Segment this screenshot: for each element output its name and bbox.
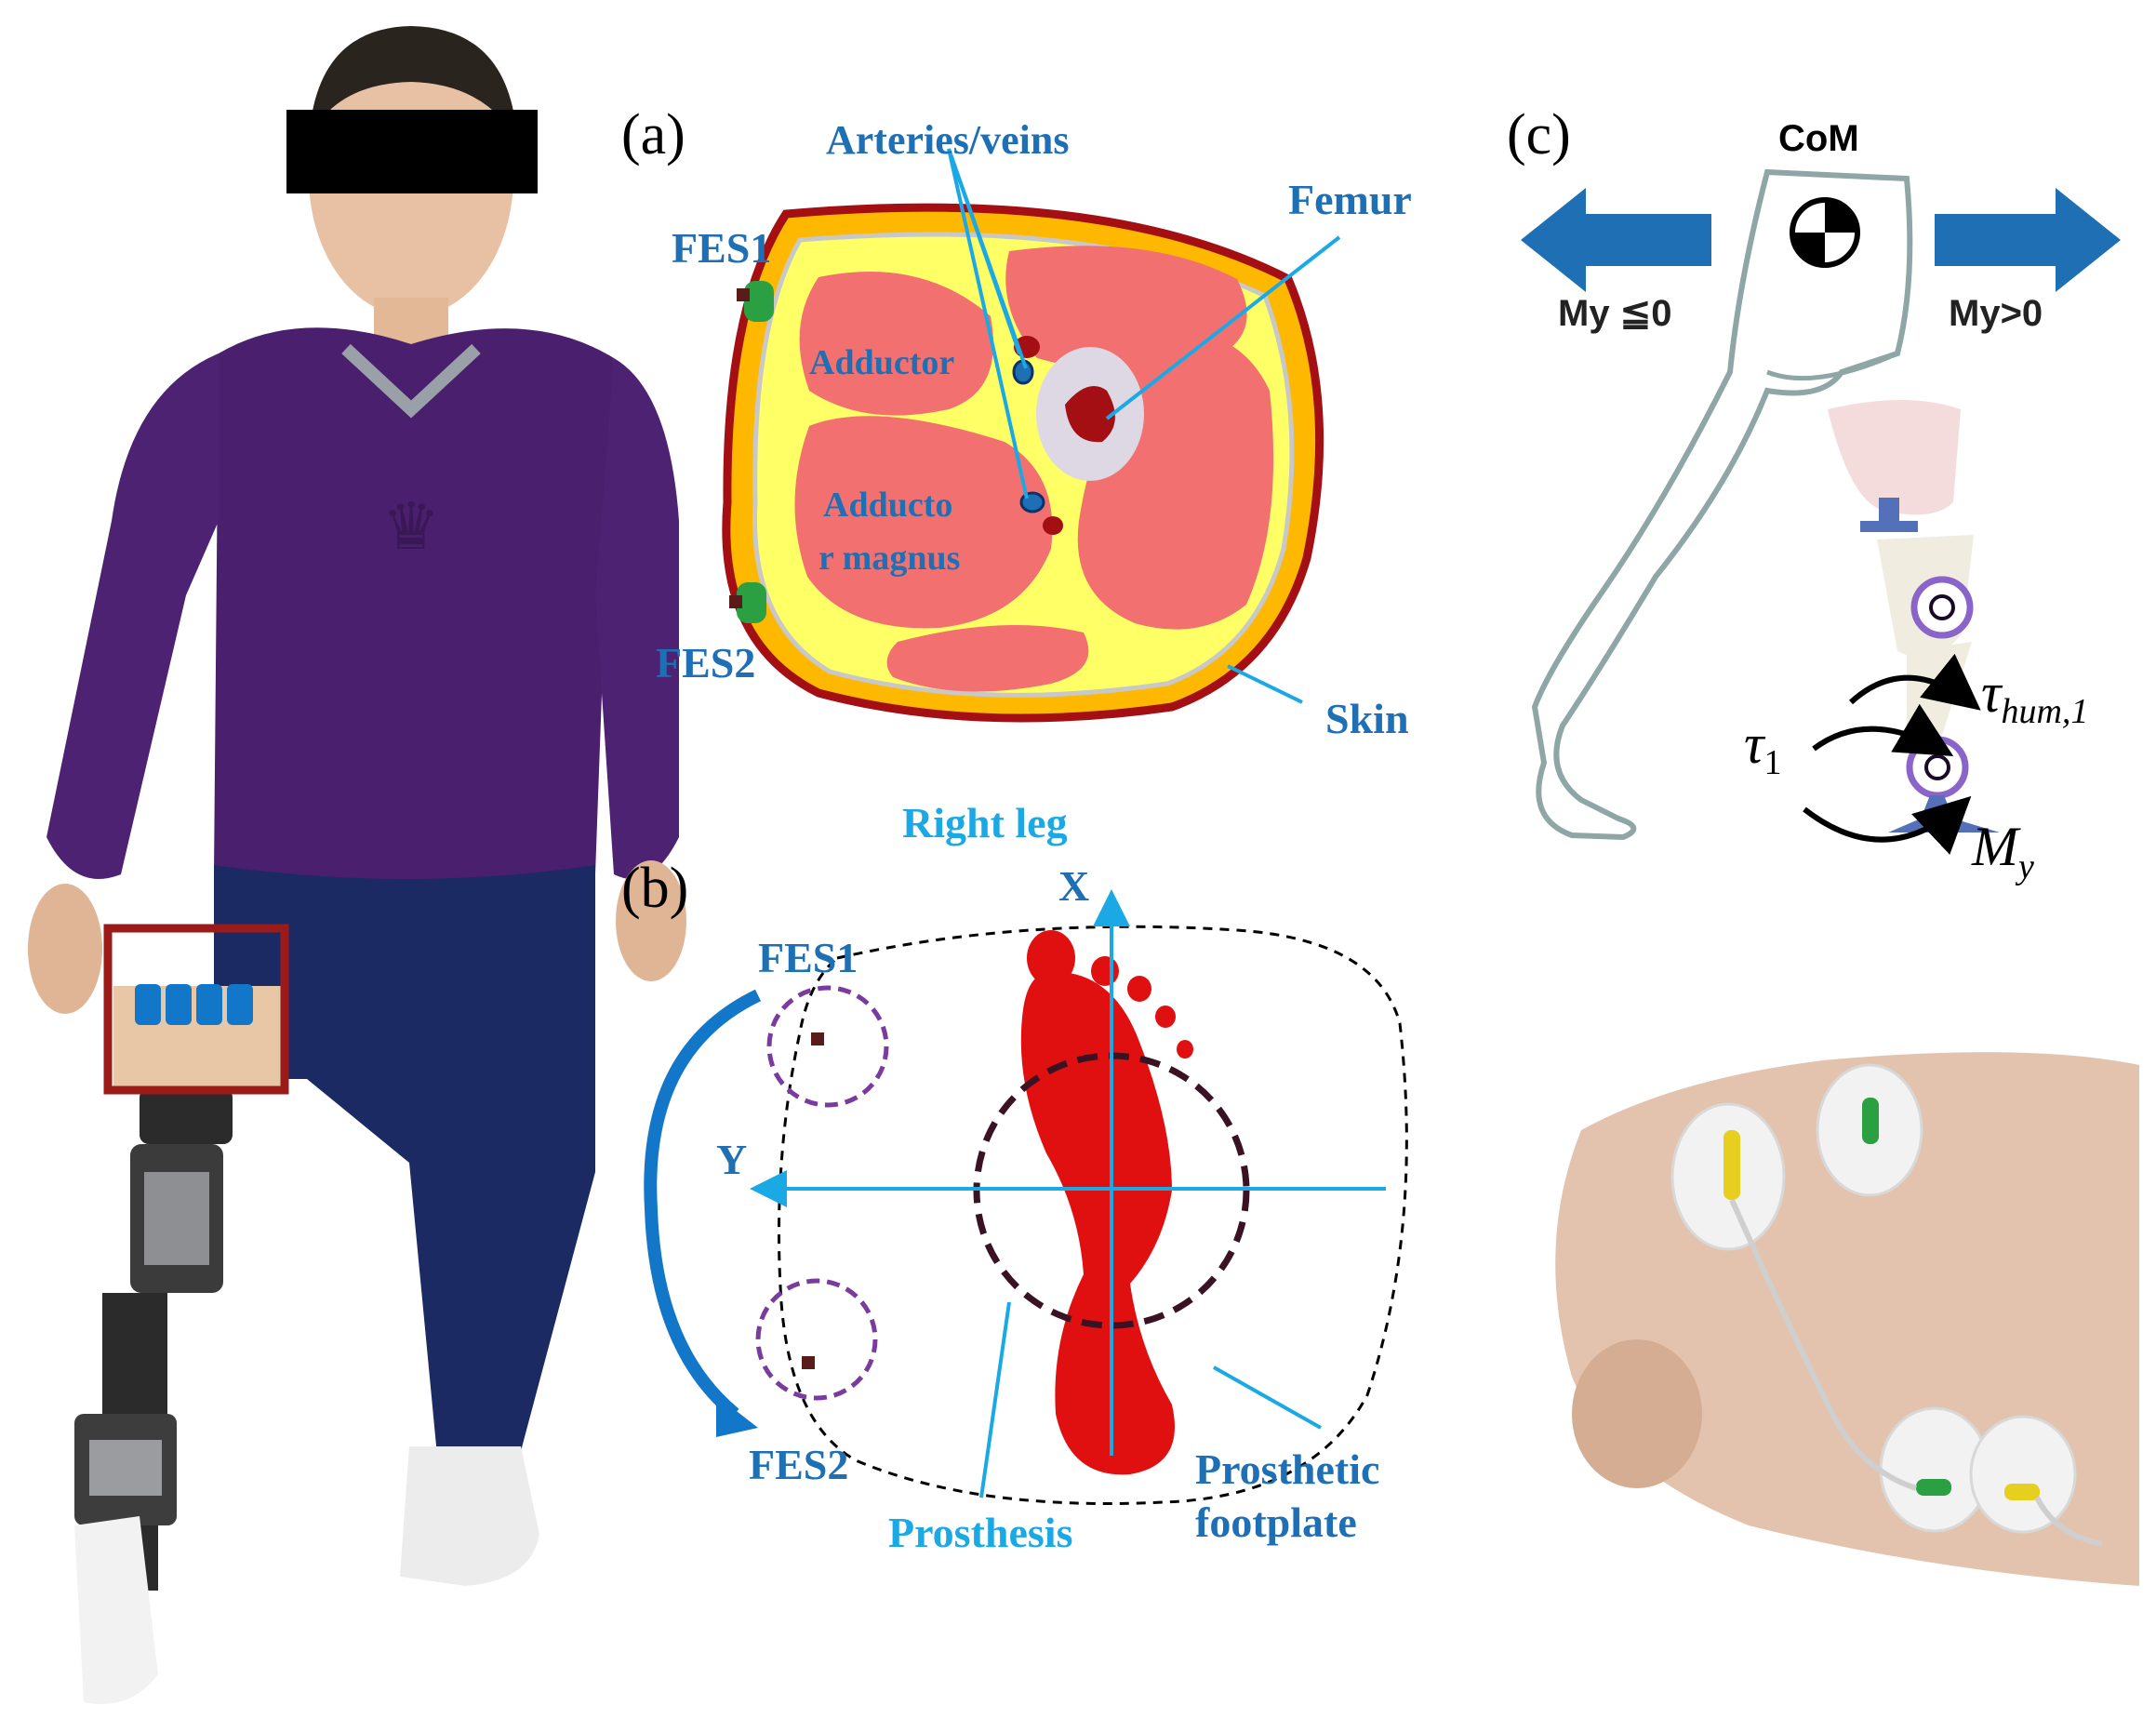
right-arm bbox=[595, 358, 679, 879]
left-arm bbox=[47, 353, 219, 879]
socket bbox=[1828, 400, 1961, 515]
panel-b: (b) Right leg X Y FES1 FES2 Prosthes bbox=[621, 799, 1408, 1556]
right-shoe bbox=[400, 1446, 539, 1586]
tau1-label: τ1 bbox=[1744, 713, 1781, 782]
my-label: My bbox=[1971, 816, 2034, 886]
prosthesis-label: Prosthesis bbox=[888, 1509, 1073, 1556]
fes1-label-a: FES1 bbox=[672, 224, 771, 272]
shank bbox=[1907, 642, 1972, 744]
adductor-label: Adductor bbox=[809, 343, 954, 382]
electrode-pad-1 bbox=[1670, 1102, 1786, 1251]
sweater bbox=[214, 327, 614, 893]
svg-text:♛: ♛ bbox=[382, 492, 441, 564]
adductor-magnus-label-1: Adducto bbox=[823, 486, 952, 525]
foot-print bbox=[1020, 930, 1193, 1475]
my-arrow bbox=[1803, 795, 1972, 855]
panel-c: (c) CoM τhum,1 τ1 My My ≦0 My>0 bbox=[1507, 103, 2121, 886]
prosthetic-leg bbox=[74, 1088, 233, 1591]
footplate-label-2: footplate bbox=[1195, 1498, 1357, 1546]
footplate-label-1: Prosthetic bbox=[1195, 1445, 1379, 1493]
lead-wire bbox=[1729, 1198, 1917, 1491]
my-neg-label: My ≦0 bbox=[1558, 293, 1671, 334]
right-leg-label: Right leg bbox=[902, 799, 1068, 846]
skin-label: Skin bbox=[1325, 695, 1409, 742]
amputee-photo: ♛ bbox=[28, 26, 686, 1704]
electrode-pad-4 bbox=[1969, 1415, 2077, 1534]
electrode-pad-2 bbox=[1816, 1063, 1923, 1197]
pylon-adapter bbox=[1879, 498, 1899, 526]
fes2-zone bbox=[755, 1278, 878, 1401]
panel-c-tag: (c) bbox=[1507, 103, 1571, 166]
artery-2 bbox=[1043, 516, 1063, 535]
fes2-label-a: FES2 bbox=[656, 639, 755, 686]
footplate-outline bbox=[778, 925, 1408, 1506]
panel-b-tag: (b) bbox=[621, 857, 688, 920]
tau1-arrow bbox=[1812, 703, 1954, 757]
fes-sequence-arrow bbox=[644, 989, 762, 1419]
arteries-label: Arteries/veins bbox=[826, 117, 1069, 163]
hair bbox=[309, 26, 517, 140]
femur-label: Femur bbox=[1288, 176, 1412, 223]
com-label: CoM bbox=[1778, 118, 1859, 159]
body-outline bbox=[1531, 168, 1913, 841]
adductor-magnus-label-2: r magnus bbox=[818, 539, 960, 578]
thigh-electrodes bbox=[135, 984, 253, 1025]
fes1-label-b: FES1 bbox=[758, 934, 858, 981]
right-hand bbox=[616, 860, 686, 981]
panel-a-tag: (a) bbox=[621, 103, 685, 166]
tau-hum-label: τhum,1 bbox=[1981, 662, 2088, 731]
muscle-adductor-magnus bbox=[794, 416, 1053, 629]
my-pos-arrow bbox=[1935, 188, 2121, 292]
fes2-label-b: FES2 bbox=[749, 1441, 848, 1488]
y-axis-label: Y bbox=[716, 1136, 747, 1183]
x-axis-label: X bbox=[1058, 862, 1089, 910]
fes1-electrode bbox=[737, 281, 774, 322]
panel-a: (a) Arteries/veins Femur FES1 bbox=[621, 103, 1412, 742]
muscle-bottom bbox=[886, 625, 1089, 692]
fes2-electrode bbox=[729, 582, 766, 623]
shirt-collar bbox=[341, 343, 481, 419]
electrode-photo bbox=[1555, 1052, 2139, 1586]
fes1-zone bbox=[766, 985, 889, 1108]
face-censor-bar bbox=[286, 110, 538, 193]
my-neg-arrow bbox=[1521, 188, 1711, 292]
fes-site-box bbox=[103, 924, 289, 1095]
pants bbox=[214, 865, 595, 1456]
left-hand bbox=[28, 884, 102, 1014]
femur-bone bbox=[1065, 386, 1115, 443]
tau-hum-arrow bbox=[1848, 653, 1981, 711]
left-sock-foot bbox=[74, 1516, 158, 1704]
muscle-adductor bbox=[799, 271, 993, 416]
my-pos-label: My>0 bbox=[1949, 293, 2043, 334]
